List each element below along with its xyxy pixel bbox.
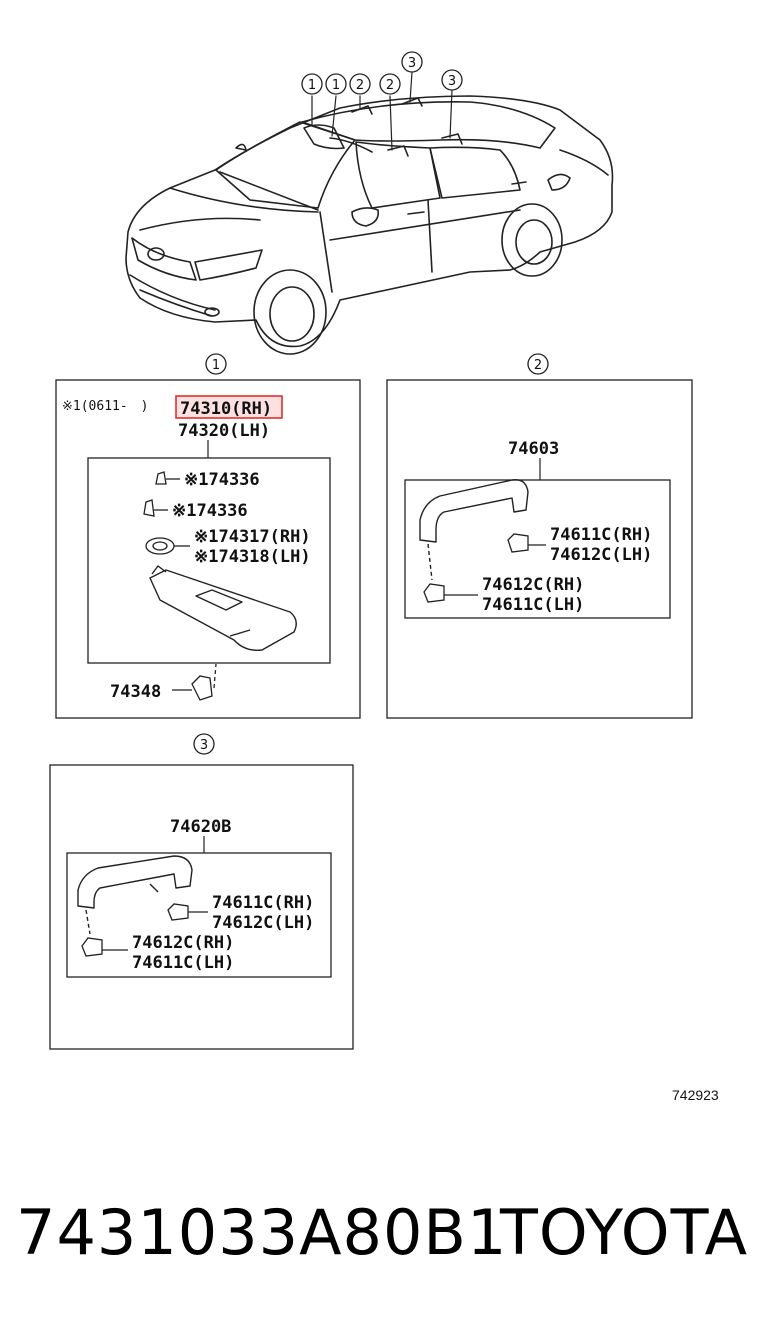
grip-assembly-part[interactable]: 74603 — [508, 439, 559, 459]
callout-circle — [301, 73, 323, 95]
bracket-icon — [172, 663, 217, 701]
cap-part-1-lh[interactable]: 74612C(LH) — [550, 545, 652, 565]
cap-part-3-1-rh[interactable]: 74611C(RH) — [212, 893, 314, 913]
section-2-frame — [386, 379, 693, 719]
callout-number: 3 — [448, 74, 456, 89]
car-illustration — [125, 71, 614, 355]
section-2-assist-grip: 2 74603 74611C(RH) 74612C(LH) 74612C(RH)… — [386, 353, 693, 719]
clip-part-1[interactable]: ※174336 — [184, 470, 260, 490]
footer-part-number: 7431033A80B1 — [16, 1196, 508, 1269]
section-2-number: 2 — [534, 358, 542, 373]
clip-icon — [143, 499, 168, 517]
holder-part-lh[interactable]: ※174318(LH) — [194, 547, 311, 567]
section-2-inner-frame — [404, 479, 671, 619]
end-cap-icon — [507, 533, 546, 553]
clip-part-2[interactable]: ※174336 — [172, 501, 248, 521]
end-cap-icon — [167, 903, 208, 921]
grip-handle-icon — [77, 855, 193, 935]
highlight-box — [175, 395, 283, 419]
cap-part-1-rh[interactable]: 74611C(RH) — [550, 525, 652, 545]
header-callouts: 1 1 2 2 3 3 — [301, 51, 463, 95]
footer-brand: TOYOTA — [500, 1196, 749, 1269]
section-1-frame — [55, 379, 361, 719]
callout-circle — [441, 69, 463, 91]
bracket-part[interactable]: 74348 — [110, 682, 161, 702]
callout-number: 2 — [356, 78, 364, 93]
holder-part-rh[interactable]: ※174317(RH) — [194, 527, 311, 547]
grip-assembly-part-3[interactable]: 74620B — [170, 817, 231, 837]
date-note: ※1(0611- ) — [62, 399, 149, 414]
end-cap-icon — [81, 937, 128, 957]
part-number-rh[interactable]: 74310(RH) — [180, 399, 272, 419]
section-1-circle — [205, 353, 227, 375]
section-3-inner-frame — [66, 852, 332, 978]
section-3-circle — [193, 733, 215, 755]
callout-circle — [349, 73, 371, 95]
cap-part-2-lh[interactable]: 74611C(LH) — [482, 595, 584, 615]
section-1-number: 1 — [212, 358, 220, 373]
clip-icon — [155, 471, 180, 485]
section-3-assist-grip: 3 74620B 74611C(RH) 74612C(LH) 74612C(RH… — [49, 733, 354, 1050]
cap-part-3-2-lh[interactable]: 74611C(LH) — [132, 953, 234, 973]
end-cap-icon — [423, 583, 478, 603]
sun-visor-icon — [149, 565, 297, 651]
section-3-frame — [49, 764, 354, 1050]
section-3-number: 3 — [200, 738, 208, 753]
callout-number: 1 — [308, 78, 316, 93]
section-1-sun-visor: 1 ※1(0611- ) 74310(RH) 74320(LH) ※174336… — [55, 353, 361, 719]
callout-number: 2 — [386, 78, 394, 93]
cap-part-3-1-lh[interactable]: 74612C(LH) — [212, 913, 314, 933]
holder-icon — [145, 537, 190, 555]
callout-circle — [325, 73, 347, 95]
section-2-circle — [527, 353, 549, 375]
callout-circle — [379, 73, 401, 95]
grip-handle-icon — [419, 479, 529, 581]
part-number-lh[interactable]: 74320(LH) — [178, 421, 270, 441]
cap-part-3-2-rh[interactable]: 74612C(RH) — [132, 933, 234, 953]
cap-part-2-rh[interactable]: 74612C(RH) — [482, 575, 584, 595]
diagram-id: 742923 — [672, 1087, 719, 1103]
callout-circle — [401, 51, 423, 73]
section-1-inner-frame — [87, 457, 331, 664]
callout-number: 1 — [332, 78, 340, 93]
callout-number: 3 — [408, 56, 416, 71]
